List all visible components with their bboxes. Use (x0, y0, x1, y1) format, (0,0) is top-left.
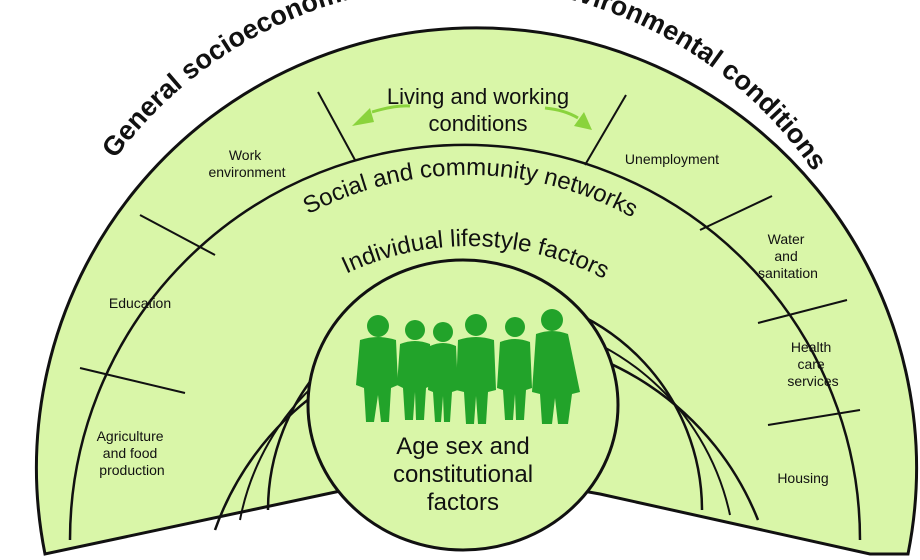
sector-housing: Housing (777, 470, 828, 486)
people-silhouettes-icon (356, 309, 580, 424)
living-working-ring (68, 143, 862, 541)
left-arrow-icon (352, 104, 411, 126)
center-text-line1: Age sex and (396, 433, 529, 460)
sector-water-sanitation: Water and sanitation (758, 231, 818, 281)
sector-unemployment: Unemployment (625, 151, 719, 167)
sector-education: Education (109, 295, 171, 311)
living-working-title-line2: conditions (428, 111, 527, 136)
living-working-title-line1: Living and working (387, 84, 569, 109)
sector-health-care: Health care services (787, 339, 838, 389)
sector-dividers (79, 91, 861, 426)
center-text-line2: constitutional (393, 461, 533, 488)
center-text-line3: factors (427, 489, 499, 516)
sector-agriculture: Agriculture and food production (97, 428, 168, 478)
right-arrow-icon (544, 106, 592, 130)
sector-work-environment: Work environment (208, 147, 285, 180)
